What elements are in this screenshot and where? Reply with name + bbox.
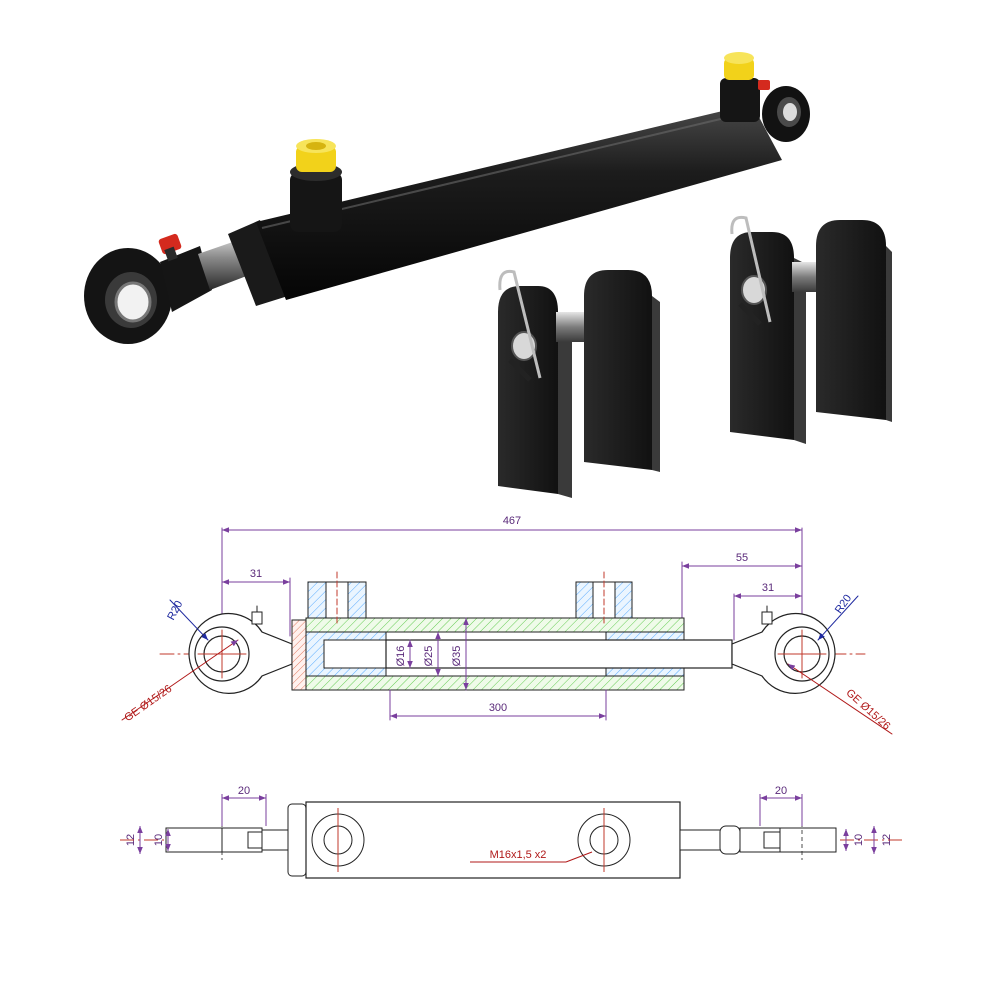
cylinder-photo bbox=[84, 52, 810, 344]
clevis-bracket-left bbox=[498, 269, 660, 498]
section-eye-left bbox=[188, 605, 293, 694]
port-boss-right bbox=[720, 52, 760, 122]
rod-eye-left bbox=[84, 246, 212, 344]
section-port-right bbox=[575, 571, 633, 627]
dim-overall-length: 467 bbox=[503, 515, 521, 527]
dim-eye-offset-left: 31 bbox=[250, 568, 262, 580]
dim-eye-width-left: 20 bbox=[238, 785, 250, 797]
section-eye-right bbox=[731, 605, 836, 694]
section-drawing: 467 31 55 31 R20 GE Ø15/26 bbox=[121, 515, 893, 735]
dim-bore-diameter: Ø35 bbox=[451, 646, 463, 667]
grease-fitting-right bbox=[758, 80, 770, 90]
dim-bearing-left: GE Ø15/26 bbox=[122, 683, 174, 724]
dim-stroke: 300 bbox=[489, 702, 507, 714]
dim-bearing-right: GE Ø15/26 bbox=[844, 687, 893, 733]
port-boss-left bbox=[290, 139, 342, 232]
dim-rod-diameter: Ø16 bbox=[395, 646, 407, 667]
dim-eye-thickness-outer-left: 12 bbox=[125, 834, 137, 846]
dim-eye-radius-left: R20 bbox=[165, 599, 185, 622]
dim-eye-width-right: 20 bbox=[775, 785, 787, 797]
dim-eye-thickness-inner-left: 10 bbox=[153, 834, 165, 846]
dim-eye-thickness-outer-right: 12 bbox=[881, 834, 893, 846]
top-view-drawing: 20 12 10 M16x1,5 x2 20 10 bbox=[120, 785, 905, 879]
cylinder-head bbox=[228, 220, 288, 306]
dim-eye-thickness-inner-right: 10 bbox=[853, 834, 865, 846]
rear-eye bbox=[762, 86, 810, 142]
section-port-left bbox=[307, 571, 367, 627]
cylinder-barrel bbox=[256, 104, 782, 300]
dim-eye-offset-right: 31 bbox=[762, 582, 774, 594]
dim-end-offset-right: 55 bbox=[736, 552, 748, 564]
dim-port-thread: M16x1,5 x2 bbox=[490, 849, 547, 861]
clevis-bracket-right bbox=[730, 215, 892, 444]
grease-fitting-left bbox=[158, 233, 182, 262]
dim-inner-diameter: Ø25 bbox=[423, 646, 435, 667]
